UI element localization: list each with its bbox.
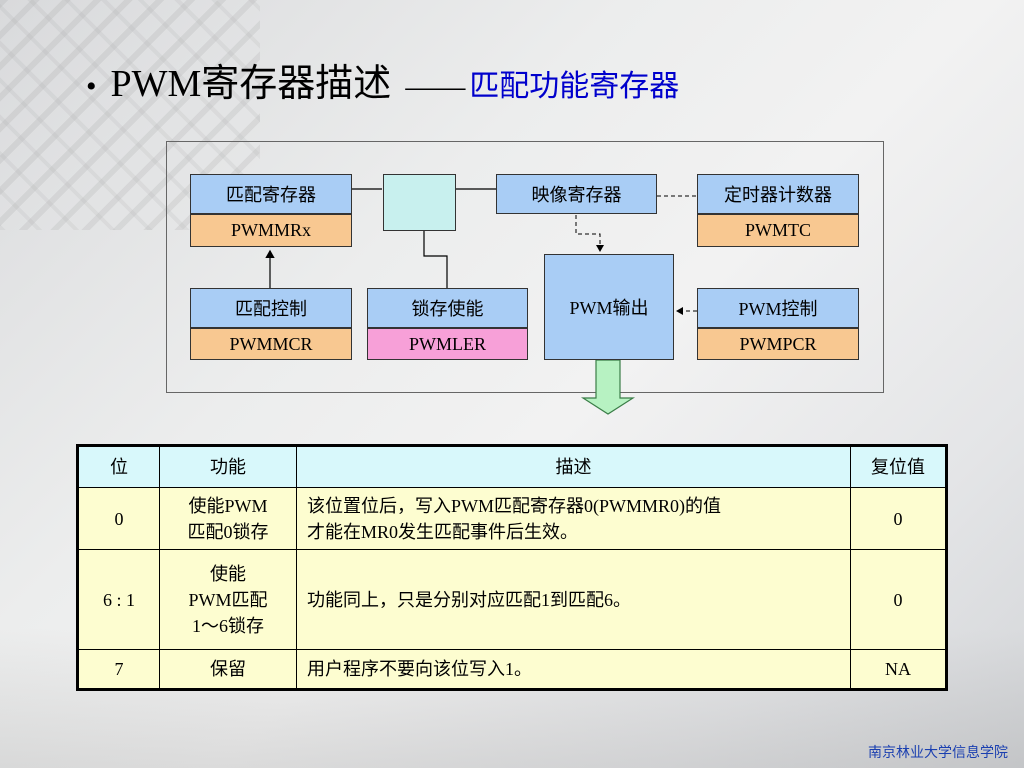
table-row: 0 使能PWM 匹配0锁存 该位置位后，写入PWM匹配寄存器0(PWMMR0)的… (77, 487, 947, 550)
cell-description: 用户程序不要向该位写入1。 (296, 649, 851, 690)
cell-reset: 0 (850, 487, 947, 550)
table-row: 6 : 1 使能 PWM匹配 1～6锁存 功能同上，只是分别对应匹配1到匹配6。… (77, 549, 947, 650)
cell-reset: 0 (850, 549, 947, 650)
pwm-output: PWM输出 (544, 254, 674, 360)
cell-description-line: 功能同上，只是分别对应匹配1到匹配6。 (307, 589, 631, 610)
cell-bit: 0 (77, 487, 160, 550)
cell-reset: NA (850, 649, 947, 690)
header-description: 描述 (296, 445, 851, 488)
cell-description-line: 才能在MR0发生匹配事件后生效。 (307, 521, 579, 542)
cell-bit: 7 (77, 649, 160, 690)
cell-function-line: 使能 (210, 563, 246, 584)
timer-counter-code: PWMTC (697, 214, 859, 247)
cell-description: 该位置位后，写入PWM匹配寄存器0(PWMMR0)的值 才能在MR0发生匹配事件… (296, 487, 851, 550)
cell-bit: 6 : 1 (77, 549, 160, 650)
latch-switch (383, 174, 456, 231)
cell-function-line: PWM匹配 (188, 589, 268, 610)
bullet-icon: • (86, 70, 97, 103)
header-reset: 复位值 (850, 445, 947, 488)
cell-description-line: 该位置位后，写入PWM匹配寄存器0(PWMMR0)的值 (307, 495, 722, 516)
timer-counter-label: 定时器计数器 (697, 174, 859, 214)
cell-function: 使能PWM 匹配0锁存 (159, 487, 297, 550)
cell-description-line: 用户程序不要向该位写入1。 (307, 659, 532, 679)
table-header-row: 位 功能 描述 复位值 (77, 445, 947, 488)
cell-function: 使能 PWM匹配 1～6锁存 (159, 549, 297, 650)
title-dash: —— (405, 70, 466, 103)
match-control-code: PWMMCR (190, 328, 352, 360)
diagram-frame (166, 141, 884, 393)
register-table: 位 功能 描述 复位值 0 使能PWM 匹配0锁存 该位置位后，写入PWM匹配寄… (76, 444, 948, 691)
footer-institution: 南京林业大学信息学院 (868, 745, 1008, 761)
pwm-control-code: PWMPCR (697, 328, 859, 360)
match-control-label: 匹配控制 (190, 288, 352, 328)
match-register-label: 匹配寄存器 (190, 174, 352, 214)
title-subtitle: 匹配功能寄存器 (469, 70, 680, 103)
pwm-control-label: PWM控制 (697, 288, 859, 328)
title-main: PWM寄存器描述 (110, 63, 392, 105)
cell-function-line: 使能PWM (188, 495, 268, 516)
latch-enable-label: 锁存使能 (367, 288, 528, 328)
slide-title: • PWM寄存器描述 —— 匹配功能寄存器 (86, 52, 680, 105)
shadow-register: 映像寄存器 (496, 174, 657, 214)
cell-function: 保留 (159, 649, 297, 690)
table-row: 7 保留 用户程序不要向该位写入1。 NA (77, 649, 947, 690)
cell-function-line: 匹配0锁存 (187, 521, 269, 542)
cell-function-line: 1～6锁存 (192, 615, 264, 636)
cell-function-line: 保留 (210, 659, 246, 679)
latch-enable-code: PWMLER (367, 328, 528, 360)
header-bit: 位 (77, 445, 160, 488)
header-function: 功能 (159, 445, 297, 488)
match-register-code: PWMMRx (190, 214, 352, 247)
cell-description: 功能同上，只是分别对应匹配1到匹配6。 (296, 549, 851, 650)
